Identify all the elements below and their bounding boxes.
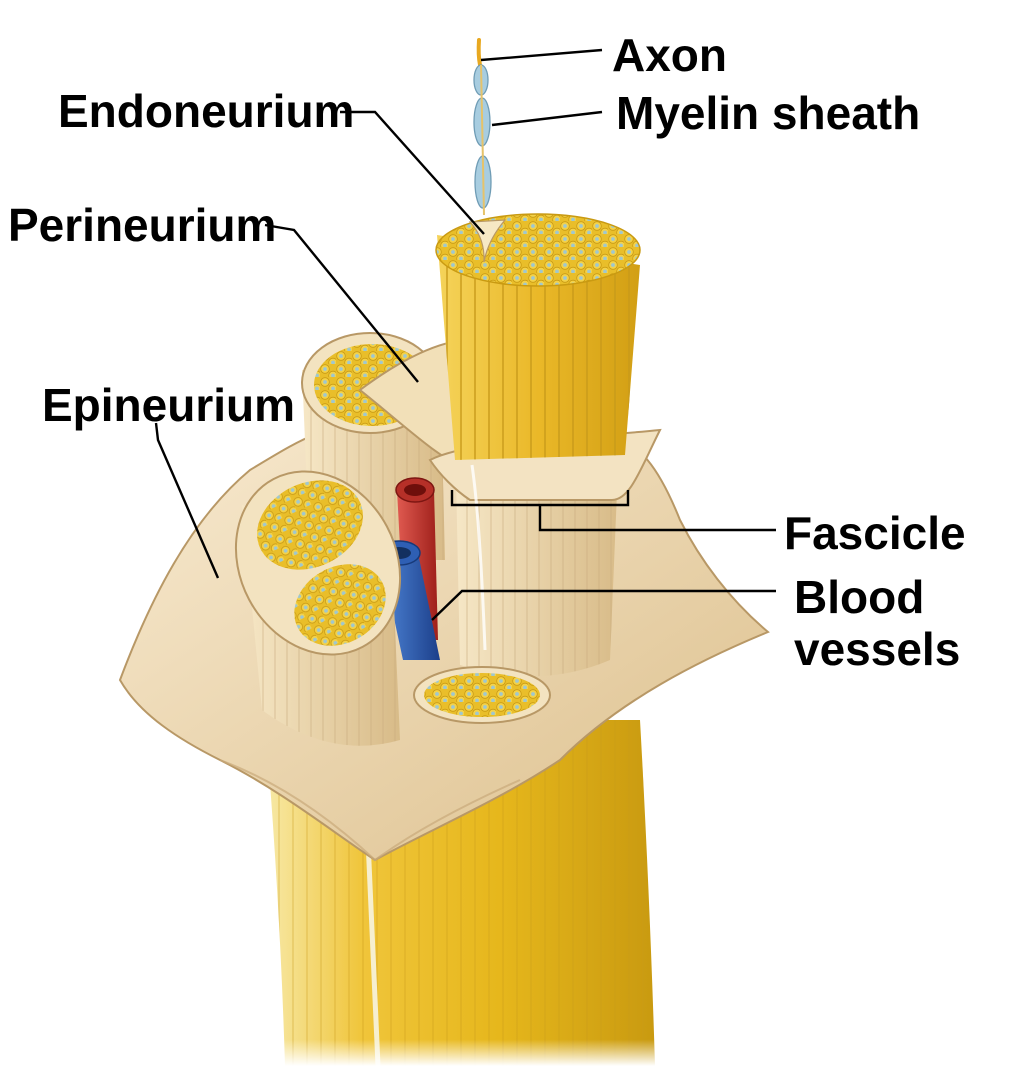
label-blood-vessels-line2: vessels [794, 622, 961, 675]
leader-myelin [491, 110, 603, 127]
leader-lines [154, 48, 776, 621]
leader-blood-vessels [431, 589, 776, 621]
label-blood-vessels-line1: Blood [794, 571, 925, 623]
leader-axon [480, 48, 603, 62]
label-epineurium: Epineurium [42, 379, 296, 431]
leader-fascicle [538, 505, 776, 532]
label-myelin-sheath: Myelin sheath [616, 87, 921, 139]
fascicle-front-left [234, 470, 402, 746]
leader-endoneurium [340, 110, 485, 235]
label-endoneurium: Endoneurium [58, 85, 355, 137]
leader-perineurium [264, 223, 419, 383]
label-blood-vessels: Blood vessels [794, 571, 994, 675]
axon-bundle [435, 213, 641, 460]
label-fascicle: Fascicle [784, 507, 966, 559]
label-axon: Axon [612, 29, 727, 81]
myelinated-axon [473, 38, 492, 216]
label-perineurium: Perineurium [8, 199, 277, 251]
fascicle-small-front [413, 666, 551, 724]
epineurium-sheath [118, 426, 770, 862]
leader-epineurium [154, 422, 220, 579]
